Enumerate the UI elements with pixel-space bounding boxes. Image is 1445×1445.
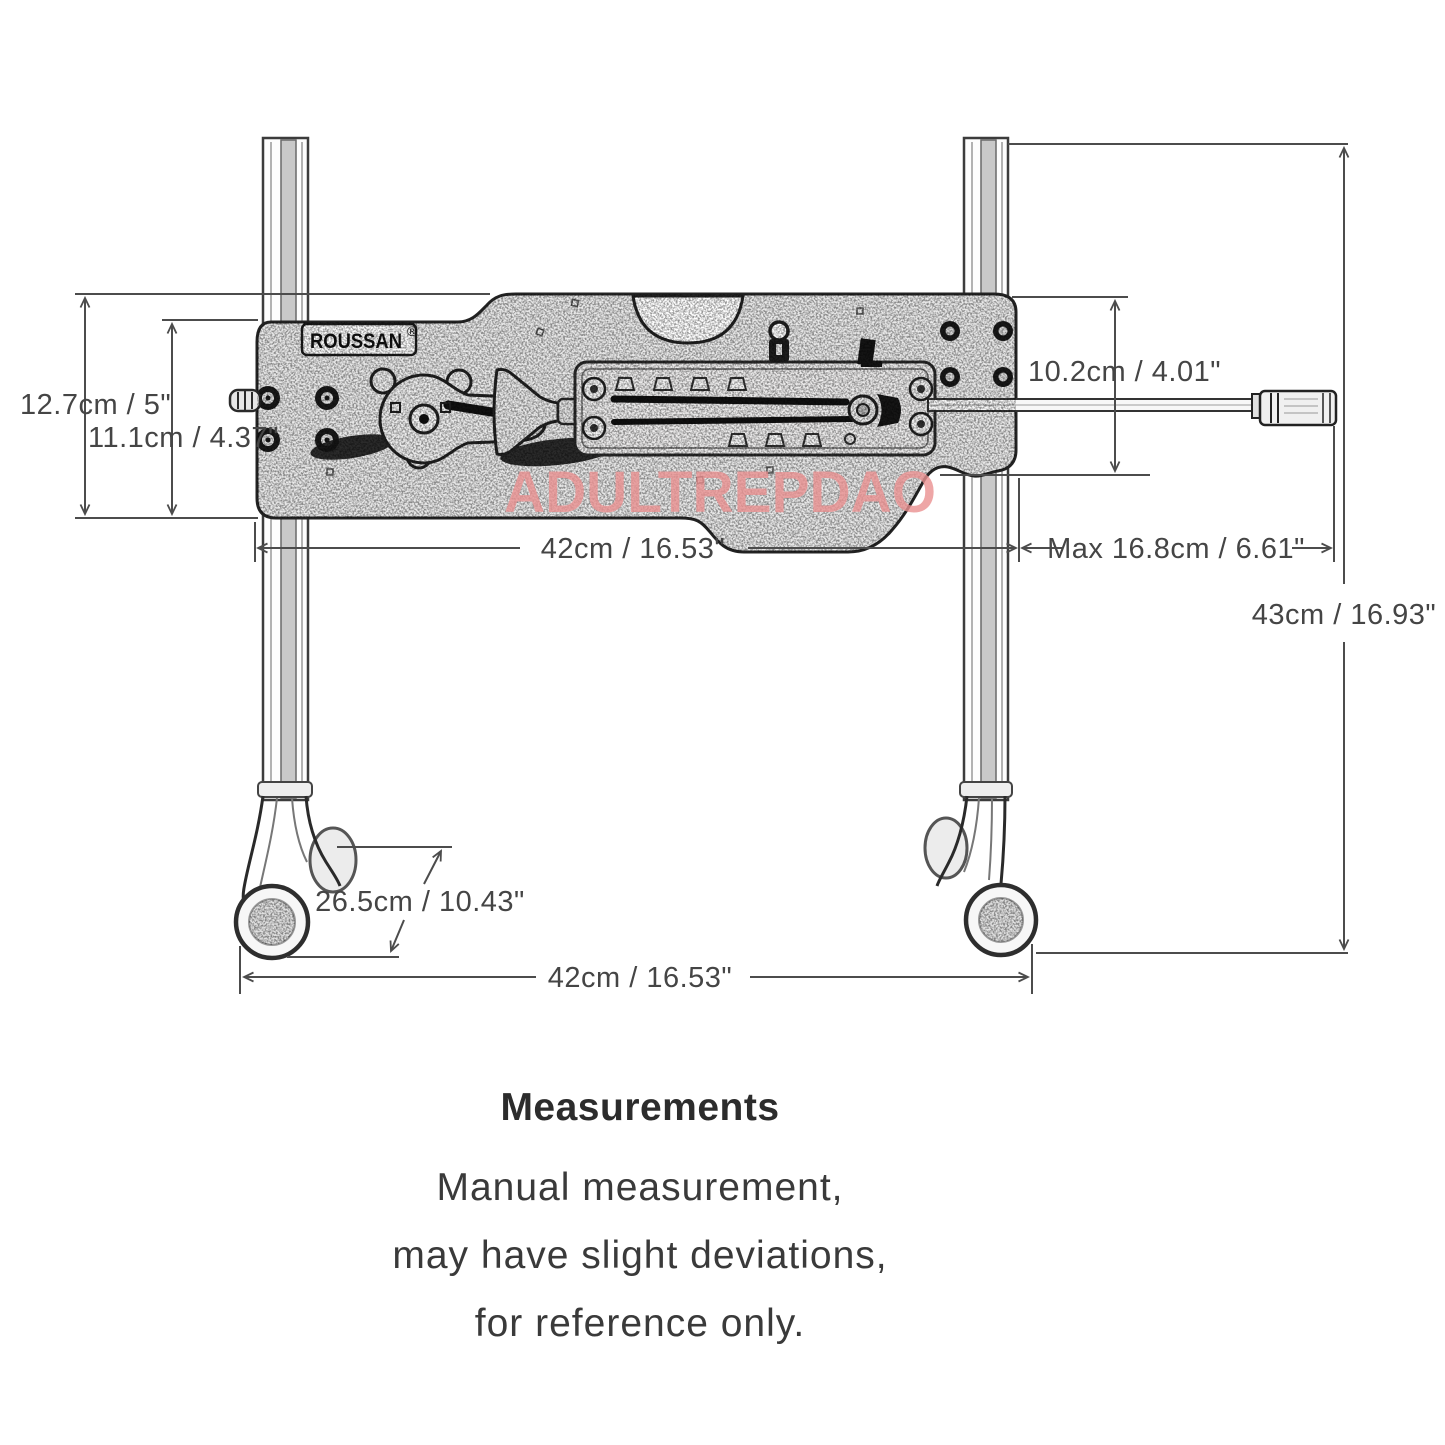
dim-label-total-height: 43cm / 16.93"	[1252, 599, 1436, 631]
watermark: ADULTREPDAO	[504, 460, 936, 525]
dim-label-body-width: 42cm / 16.53"	[541, 533, 725, 565]
measurements-note-line: for reference only.	[474, 1302, 806, 1345]
dimension-labels: 12.7cm / 5" 11.1cm / 4.37" 10.2cm / 4.01…	[20, 356, 1436, 994]
dim-line-wheel-track	[391, 919, 405, 951]
dim-label-left-outer: 12.7cm / 5"	[20, 389, 171, 421]
measurements-title: Measurements	[500, 1086, 780, 1129]
machine-illustration: ROUSSAN ®	[228, 136, 1338, 961]
dim-label-wheel-track: 26.5cm / 10.43"	[315, 886, 525, 918]
dim-label-left-inner: 11.1cm / 4.37"	[88, 422, 279, 454]
dim-line-wheel-track	[423, 851, 441, 885]
clamp-knob	[228, 388, 262, 413]
measurements-note-line: Manual measurement,	[436, 1166, 844, 1209]
dim-label-right-inner: 10.2cm / 4.01"	[1028, 356, 1221, 388]
measurements-note: Measurements Manual measurement, may hav…	[140, 1086, 1140, 1358]
grain-texture	[249, 294, 1023, 945]
dim-label-rod-extension: Max 16.8cm / 6.61"	[1047, 533, 1305, 565]
dimension-lines	[75, 143, 1348, 994]
dim-label-base-width: 42cm / 16.53"	[548, 962, 732, 994]
measurements-note-line: may have slight deviations,	[392, 1234, 888, 1277]
